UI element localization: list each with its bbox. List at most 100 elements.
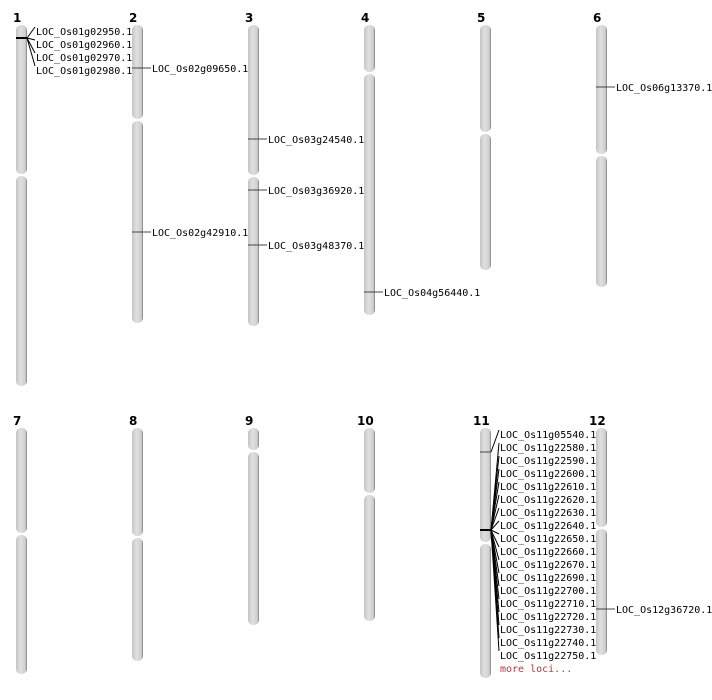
chromosome-arm-long: [364, 74, 375, 315]
locus-label[interactable]: LOC_Os04g56440.1: [384, 288, 480, 299]
chromosome-label: 1: [13, 11, 21, 25]
locus-label[interactable]: LOC_Os02g42910.1: [152, 228, 248, 239]
locus-connector: [490, 529, 500, 652]
locus-label[interactable]: LOC_Os03g36920.1: [268, 186, 364, 197]
locus-label[interactable]: LOC_Os11g22690.1: [500, 573, 596, 584]
locus-marker[interactable]: LOC_Os11g22640.1: [480, 520, 596, 532]
chromosome-arm-short: [480, 428, 491, 542]
chromosome-label: 12: [589, 414, 606, 428]
locus-connector: [490, 429, 500, 453]
locus-label[interactable]: LOC_Os11g22580.1: [500, 443, 596, 454]
locus-marker[interactable]: LOC_Os11g05540.1: [480, 429, 596, 453]
locus-label[interactable]: LOC_Os12g36720.1: [616, 605, 712, 616]
locus-connector: [490, 529, 500, 535]
locus-label[interactable]: LOC_Os03g48370.1: [268, 241, 364, 252]
locus-marker[interactable]: LOC_Os03g48370.1: [248, 241, 364, 252]
locus-label[interactable]: LOC_Os11g22620.1: [500, 495, 596, 506]
locus-connector: [490, 494, 500, 531]
chromosome-label: 7: [13, 414, 21, 428]
locus-label[interactable]: LOC_Os03g24540.1: [268, 135, 364, 146]
chromosome-3[interactable]: 3LOC_Os03g24540.1LOC_Os03g36920.1LOC_Os0…: [245, 11, 364, 326]
locus-marker[interactable]: LOC_Os01g02980.1: [16, 37, 132, 77]
locus-connector: [490, 529, 500, 548]
locus-label[interactable]: LOC_Os11g22730.1: [500, 625, 596, 636]
chromosome-1[interactable]: 1LOC_Os01g02950.1LOC_Os01g02960.1LOC_Os0…: [13, 11, 132, 386]
locus-marker[interactable]: LOC_Os03g36920.1: [248, 186, 364, 197]
locus-marker[interactable]: LOC_Os11g22750.1: [480, 529, 596, 662]
chromosome-label: 2: [129, 11, 137, 25]
chromosome-label: 5: [477, 11, 485, 25]
chromosome-arm-long: [132, 121, 143, 323]
chromosome-8[interactable]: 8: [129, 414, 143, 661]
chromosome-10[interactable]: 10: [357, 414, 375, 621]
chromosome-arm-short: [132, 25, 143, 119]
locus-label[interactable]: LOC_Os11g22590.1: [500, 456, 596, 467]
locus-label[interactable]: LOC_Os11g22600.1: [500, 469, 596, 480]
locus-label[interactable]: LOC_Os01g02970.1: [36, 53, 132, 64]
locus-label[interactable]: LOC_Os11g22700.1: [500, 586, 596, 597]
locus-label[interactable]: LOC_Os11g22650.1: [500, 534, 596, 545]
chromosome-arm-short: [132, 428, 143, 536]
chromosome-9[interactable]: 9: [245, 414, 259, 625]
locus-marker[interactable]: LOC_Os02g09650.1: [132, 64, 248, 75]
chromosome-arm-short: [248, 25, 259, 175]
locus-label[interactable]: LOC_Os02g09650.1: [152, 64, 248, 75]
chromosome-arm-long: [248, 452, 259, 625]
chromosome-label: 3: [245, 11, 253, 25]
chromosome-arm-short: [16, 25, 27, 174]
more-loci-link[interactable]: more loci...: [500, 664, 572, 675]
chromosome-5[interactable]: 5: [477, 11, 491, 270]
chromosome-arm-long: [16, 176, 27, 386]
locus-connector: [26, 37, 36, 67]
chromosome-arm-long: [16, 535, 27, 674]
chromosome-arm-long: [364, 495, 375, 621]
locus-marker[interactable]: LOC_Os12g36720.1: [596, 605, 712, 616]
locus-label[interactable]: LOC_Os11g22610.1: [500, 482, 596, 493]
locus-label[interactable]: LOC_Os01g02950.1: [36, 27, 132, 38]
locus-label[interactable]: LOC_Os11g22640.1: [500, 521, 596, 532]
locus-label[interactable]: LOC_Os11g22660.1: [500, 547, 596, 558]
locus-label[interactable]: LOC_Os11g22670.1: [500, 560, 596, 571]
locus-connector: [26, 37, 36, 41]
chromosome-arm-short: [480, 25, 491, 132]
chromosome-label: 4: [361, 11, 369, 25]
locus-label[interactable]: LOC_Os11g22630.1: [500, 508, 596, 519]
chromosome-arm-long: [480, 134, 491, 270]
chromosome-arm-long: [248, 177, 259, 326]
chromosome-label: 8: [129, 414, 137, 428]
locus-marker[interactable]: LOC_Os04g56440.1: [364, 288, 480, 299]
locus-connector: [490, 507, 500, 531]
chromosome-arm-long: [132, 538, 143, 661]
locus-label[interactable]: LOC_Os01g02980.1: [36, 66, 132, 77]
locus-connector: [490, 520, 500, 531]
locus-marker[interactable]: LOC_Os02g42910.1: [132, 228, 248, 239]
chromosome-7[interactable]: 7: [13, 414, 27, 674]
chromosome-label: 6: [593, 11, 601, 25]
locus-label[interactable]: LOC_Os06g13370.1: [616, 83, 712, 94]
locus-label[interactable]: LOC_Os11g22720.1: [500, 612, 596, 623]
chromosome-label: 9: [245, 414, 253, 428]
locus-label[interactable]: LOC_Os11g22710.1: [500, 599, 596, 610]
chromosome-arm-short: [16, 428, 27, 533]
chromosome-arm-short: [596, 428, 607, 527]
chromosome-arm-short: [248, 428, 259, 450]
chromosome-arm-short: [364, 428, 375, 493]
locus-marker[interactable]: LOC_Os01g02950.1: [16, 26, 132, 39]
locus-connector: [26, 37, 36, 54]
locus-marker[interactable]: LOC_Os03g24540.1: [248, 135, 364, 146]
chromosome-arm-short: [364, 25, 375, 72]
locus-label[interactable]: LOC_Os11g22750.1: [500, 651, 596, 662]
chromosome-11[interactable]: 11LOC_Os11g05540.1LOC_Os11g22580.1LOC_Os…: [473, 414, 596, 678]
locus-label[interactable]: LOC_Os11g22740.1: [500, 638, 596, 649]
locus-label[interactable]: LOC_Os01g02960.1: [36, 40, 132, 51]
locus-label[interactable]: LOC_Os11g05540.1: [500, 430, 596, 441]
locus-marker[interactable]: LOC_Os06g13370.1: [596, 83, 712, 94]
chromosome-arm-long: [596, 156, 607, 287]
chromosome-arm-long: [480, 544, 491, 678]
